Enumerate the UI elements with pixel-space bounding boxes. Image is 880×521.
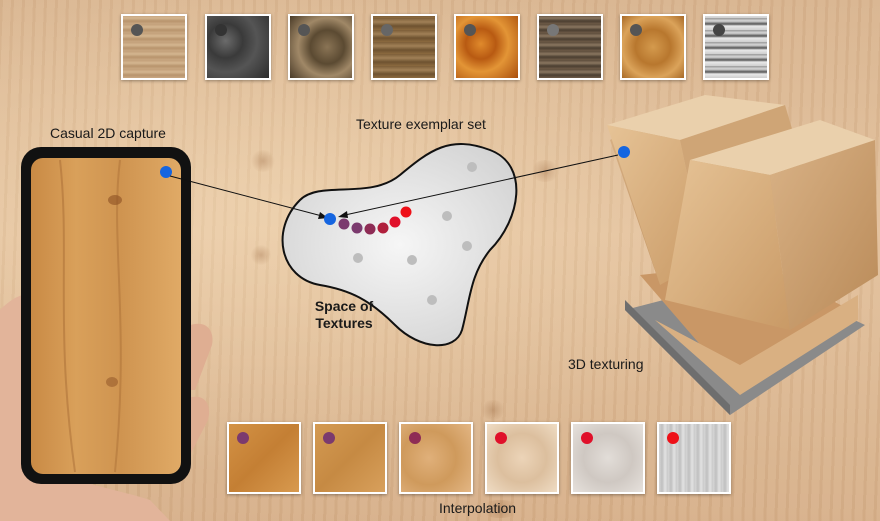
exemplar-swatch — [620, 14, 686, 80]
interp-point — [377, 222, 389, 234]
exemplar-swatch — [454, 14, 520, 80]
exemplar-swatch — [205, 14, 271, 80]
space-label-line2: Textures — [315, 315, 373, 331]
query-point — [324, 213, 336, 225]
exemplar-points — [353, 162, 477, 305]
interp-dot — [495, 432, 507, 444]
space-label-line1: Space of — [314, 298, 374, 314]
exemplar-dot — [547, 24, 559, 36]
interp-dot — [667, 432, 679, 444]
exemplar-dot — [131, 24, 143, 36]
exemplar-dot — [630, 24, 642, 36]
exemplar-point — [467, 162, 477, 172]
exemplar-point — [442, 211, 452, 221]
exemplar-point — [407, 255, 417, 265]
casual-capture-label: Casual 2D capture — [50, 125, 166, 141]
interp-point — [389, 216, 401, 228]
query-dot — [160, 166, 172, 178]
block-right-front — [665, 160, 790, 330]
exemplar-swatch — [371, 14, 437, 80]
interpolation-label: Interpolation — [439, 500, 517, 516]
hand — [0, 294, 170, 521]
interp-swatch — [227, 422, 301, 494]
3d-texturing-label: 3D texturing — [568, 356, 644, 372]
interp-swatch — [485, 422, 559, 494]
block-right-side — [770, 140, 878, 330]
exemplar-dot — [713, 24, 725, 36]
arrow-from-capture — [169, 175, 323, 217]
interpolation-path — [324, 206, 412, 235]
exemplar-dot — [215, 24, 227, 36]
interp-point — [400, 206, 412, 218]
interp-point — [351, 222, 363, 234]
interp-point — [364, 223, 376, 235]
exemplar-dot — [381, 24, 393, 36]
exemplar-point — [427, 295, 437, 305]
interp-swatch — [399, 422, 473, 494]
interp-dot — [323, 432, 335, 444]
exemplar-dot — [298, 24, 310, 36]
interp-swatch — [571, 422, 645, 494]
query-dot-3d — [618, 146, 630, 158]
arrow-from-3d — [344, 154, 619, 216]
interp-dot — [409, 432, 421, 444]
exemplar-point — [462, 241, 472, 251]
interp-swatch — [313, 422, 387, 494]
exemplar-set-label: Texture exemplar set — [356, 116, 486, 132]
texture-space-blob — [281, 143, 518, 347]
interp-dot — [237, 432, 249, 444]
exemplar-swatch — [121, 14, 187, 80]
exemplar-point — [353, 253, 363, 263]
phone-screen — [31, 158, 181, 474]
interp-swatch — [657, 422, 731, 494]
interp-point — [338, 218, 350, 230]
interp-dot — [581, 432, 593, 444]
exemplar-swatch — [703, 14, 769, 80]
space-of-textures-label: Space of Textures — [308, 298, 380, 332]
exemplar-swatch — [537, 14, 603, 80]
exemplar-dot — [464, 24, 476, 36]
exemplar-swatch — [288, 14, 354, 80]
